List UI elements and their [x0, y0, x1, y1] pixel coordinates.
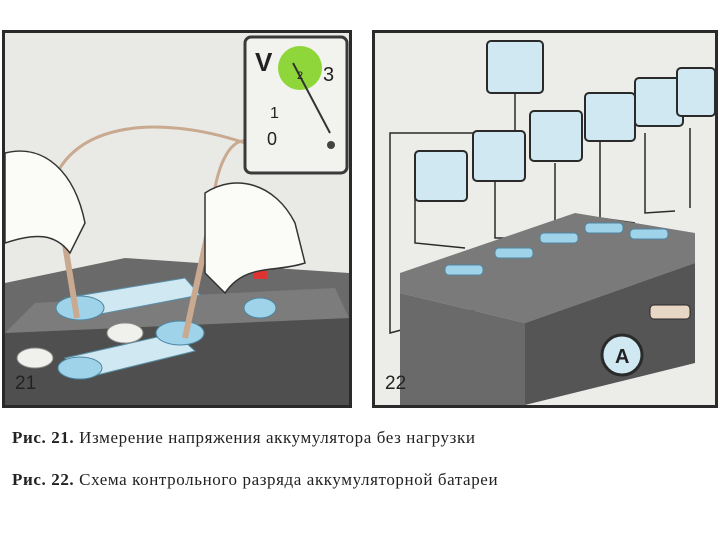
battery-front: [5, 318, 349, 405]
caption-21-text: Измерение напряжения аккумулятора без на…: [79, 428, 476, 447]
figure-21-caption: Рис. 21. Измерение напряжения аккумулято…: [12, 428, 476, 448]
discharge-circuit-drawing: A: [389, 40, 715, 405]
cell-voltmeter: [634, 77, 684, 127]
battery-side: [400, 293, 525, 405]
meter-scale-0: 0: [267, 129, 277, 149]
ammeter-label: A: [615, 346, 629, 368]
battery-front: [525, 263, 695, 405]
ammeter: [600, 333, 644, 377]
voltmeter-total: [486, 40, 544, 94]
voltage-measurement-drawing: V 3 1 0 2: [5, 35, 349, 405]
caption-21-prefix: Рис. 21.: [12, 428, 75, 447]
cell-voltmeter: [472, 130, 526, 182]
meter-unit-label: V: [255, 47, 273, 77]
cell-voltmeter: [676, 67, 715, 117]
figure-21-illustration: V 3 1 0 2 21: [2, 30, 352, 408]
filler-cap: [106, 322, 144, 344]
terminal-post: [155, 320, 205, 346]
voltmeter-array: [414, 40, 715, 202]
red-indicator: [253, 271, 267, 279]
left-hand: [5, 150, 86, 255]
terminal-post: [243, 297, 277, 319]
figure-number-22: 22: [385, 373, 407, 394]
caption-22-text: Схема контрольного разряда аккумуляторно…: [79, 470, 499, 489]
cell-connectors: [444, 222, 669, 276]
meter-scale-2: 2: [297, 70, 303, 82]
battery-top: [400, 213, 695, 323]
right-hand: [204, 182, 306, 295]
terminal-post: [55, 295, 105, 321]
caption-22-prefix: Рис. 22.: [12, 470, 75, 489]
figure-number-21: 21: [15, 373, 37, 394]
cell-voltmeter: [529, 110, 583, 162]
meter-needle: [292, 62, 331, 134]
figure-22-illustration: A 22: [372, 30, 718, 408]
cell-voltmeter: [584, 92, 636, 142]
meter-scale-3: 3: [323, 64, 334, 86]
filler-cap: [16, 347, 54, 369]
meter-scale-1: 1: [270, 105, 279, 122]
load-resistor: [649, 304, 691, 320]
figure-22-caption: Рис. 22. Схема контрольного разряда акку…: [12, 470, 498, 490]
cell-voltmeter: [414, 150, 468, 202]
meter-green-dial: [278, 46, 322, 90]
terminal-post: [57, 356, 103, 380]
